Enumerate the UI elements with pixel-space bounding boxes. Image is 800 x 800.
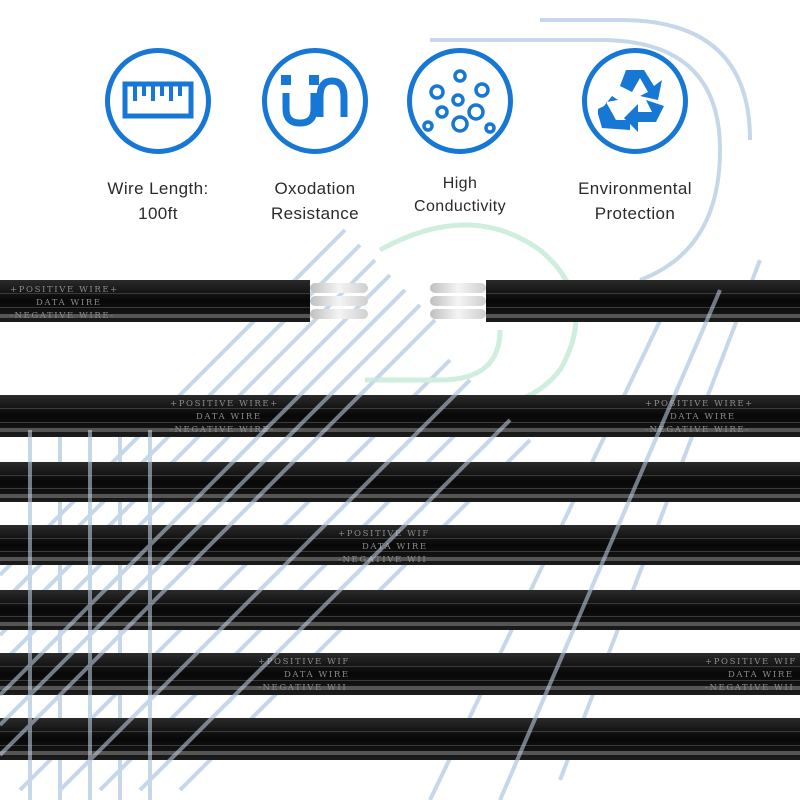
svg-text:DATA WIRE: DATA WIRE (362, 542, 428, 552)
svg-text:+POSITIVE WIRE+: +POSITIVE WIRE+ (10, 285, 119, 295)
svg-text:-NEGATIVE WIRE-: -NEGATIVE WIRE- (645, 425, 750, 435)
svg-text:-NEGATIVE WIRE-: -NEGATIVE WIRE- (170, 425, 275, 435)
svg-text:DATA WIRE: DATA WIRE (284, 670, 350, 680)
svg-text:DATA WIRE: DATA WIRE (728, 670, 794, 680)
cable-cut-end-right (430, 280, 800, 322)
svg-text:-NEGATIVE WII: -NEGATIVE WII (705, 683, 794, 693)
ruler-icon (105, 48, 211, 154)
recycle-icon (582, 48, 688, 154)
cable-strip: +POSITIVE WIF DATA WIRE -NEGATIVE WII +P… (0, 653, 800, 695)
bubbles-icon (407, 48, 513, 154)
svg-text:-NEGATIVE WIRE-: -NEGATIVE WIRE- (10, 311, 115, 321)
cable-strip (0, 718, 800, 760)
svg-text:+POSITIVE WIF: +POSITIVE WIF (338, 529, 430, 539)
svg-text:+POSITIVE WIRE+: +POSITIVE WIRE+ (170, 399, 279, 409)
svg-text:DATA WIRE: DATA WIRE (36, 298, 102, 308)
svg-text:DATA WIRE: DATA WIRE (196, 412, 262, 422)
magnet-icon (262, 48, 368, 154)
svg-text:DATA WIRE: DATA WIRE (670, 412, 736, 422)
svg-text:-NEGATIVE WII: -NEGATIVE WII (338, 555, 427, 565)
svg-text:+POSITIVE WIF: +POSITIVE WIF (258, 657, 350, 667)
feature-caption: Wire Length:100ft (107, 179, 209, 223)
cable-strip (0, 462, 800, 502)
svg-text:-NEGATIVE WII: -NEGATIVE WII (258, 683, 347, 693)
feature-wire-length: Wire Length:100ft (73, 48, 243, 226)
svg-text:+POSITIVE WIF: +POSITIVE WIF (705, 657, 797, 667)
svg-text:+POSITIVE WIRE+: +POSITIVE WIRE+ (645, 399, 754, 409)
cable-strip (0, 590, 800, 630)
cable-strip: +POSITIVE WIRE+ DATA WIRE -NEGATIVE WIRE… (0, 395, 800, 437)
cable-cut-end-left: +POSITIVE WIRE+ DATA WIRE -NEGATIVE WIRE… (0, 280, 368, 322)
